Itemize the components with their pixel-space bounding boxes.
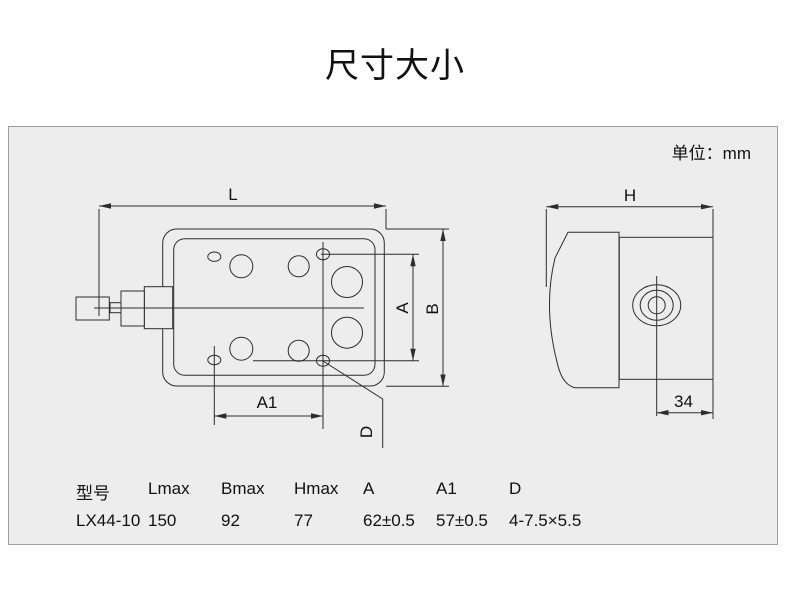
technical-drawing: L H A B A1 D 34 xyxy=(75,185,714,448)
col-header-hmax: Hmax xyxy=(294,479,339,498)
dim-label-A1: A1 xyxy=(257,393,278,412)
cell-model: LX44-10 xyxy=(76,511,141,530)
hole xyxy=(287,255,310,278)
col-header-a: A xyxy=(363,479,375,498)
dim-label-B: B xyxy=(423,303,442,314)
col-header-a1: A1 xyxy=(436,479,457,498)
cell-a: 62±0.5 xyxy=(363,511,415,530)
col-header-model: 型号 xyxy=(76,484,110,503)
dim-label-L: L xyxy=(228,185,237,204)
dimension-labels: L H A B A1 D 34 xyxy=(228,185,693,438)
hole xyxy=(331,316,363,349)
dimension-lines xyxy=(98,203,714,448)
dim-label-A: A xyxy=(393,302,412,314)
hole xyxy=(229,336,254,361)
page-title: 尺寸大小 xyxy=(325,47,465,85)
hole xyxy=(331,266,363,298)
dim-label-D: D xyxy=(357,426,376,438)
cell-d: 4-7.5×5.5 xyxy=(509,511,582,530)
side-view xyxy=(548,231,714,416)
col-header-bmax: Bmax xyxy=(221,479,265,498)
cell-hmax: 77 xyxy=(294,511,313,530)
side-body xyxy=(618,236,714,380)
hole xyxy=(229,254,254,279)
dim-label-H: H xyxy=(624,186,636,205)
drawing-panel: L H A B A1 D 34 单位：mm 型号 Lmax Bmax Hmax … xyxy=(8,126,778,545)
cell-lmax: 150 xyxy=(148,511,177,530)
dim-label-34: 34 xyxy=(674,392,693,411)
cell-a1: 57±0.5 xyxy=(436,511,488,530)
leader-line-D xyxy=(322,360,384,448)
hole xyxy=(287,339,310,362)
cell-bmax: 92 xyxy=(221,511,240,530)
hole xyxy=(207,251,222,262)
unit-label: 单位：mm xyxy=(671,144,751,163)
spec-table-header: 型号 Lmax Bmax Hmax A A1 D xyxy=(9,479,777,503)
col-header-d: D xyxy=(509,479,522,498)
front-view xyxy=(75,228,385,387)
spec-table-row: LX44-10 150 92 77 62±0.5 57±0.5 4-7.5×5.… xyxy=(9,511,777,533)
col-header-lmax: Lmax xyxy=(148,479,190,498)
side-cover xyxy=(548,231,620,389)
body-inner-outline xyxy=(173,238,376,376)
